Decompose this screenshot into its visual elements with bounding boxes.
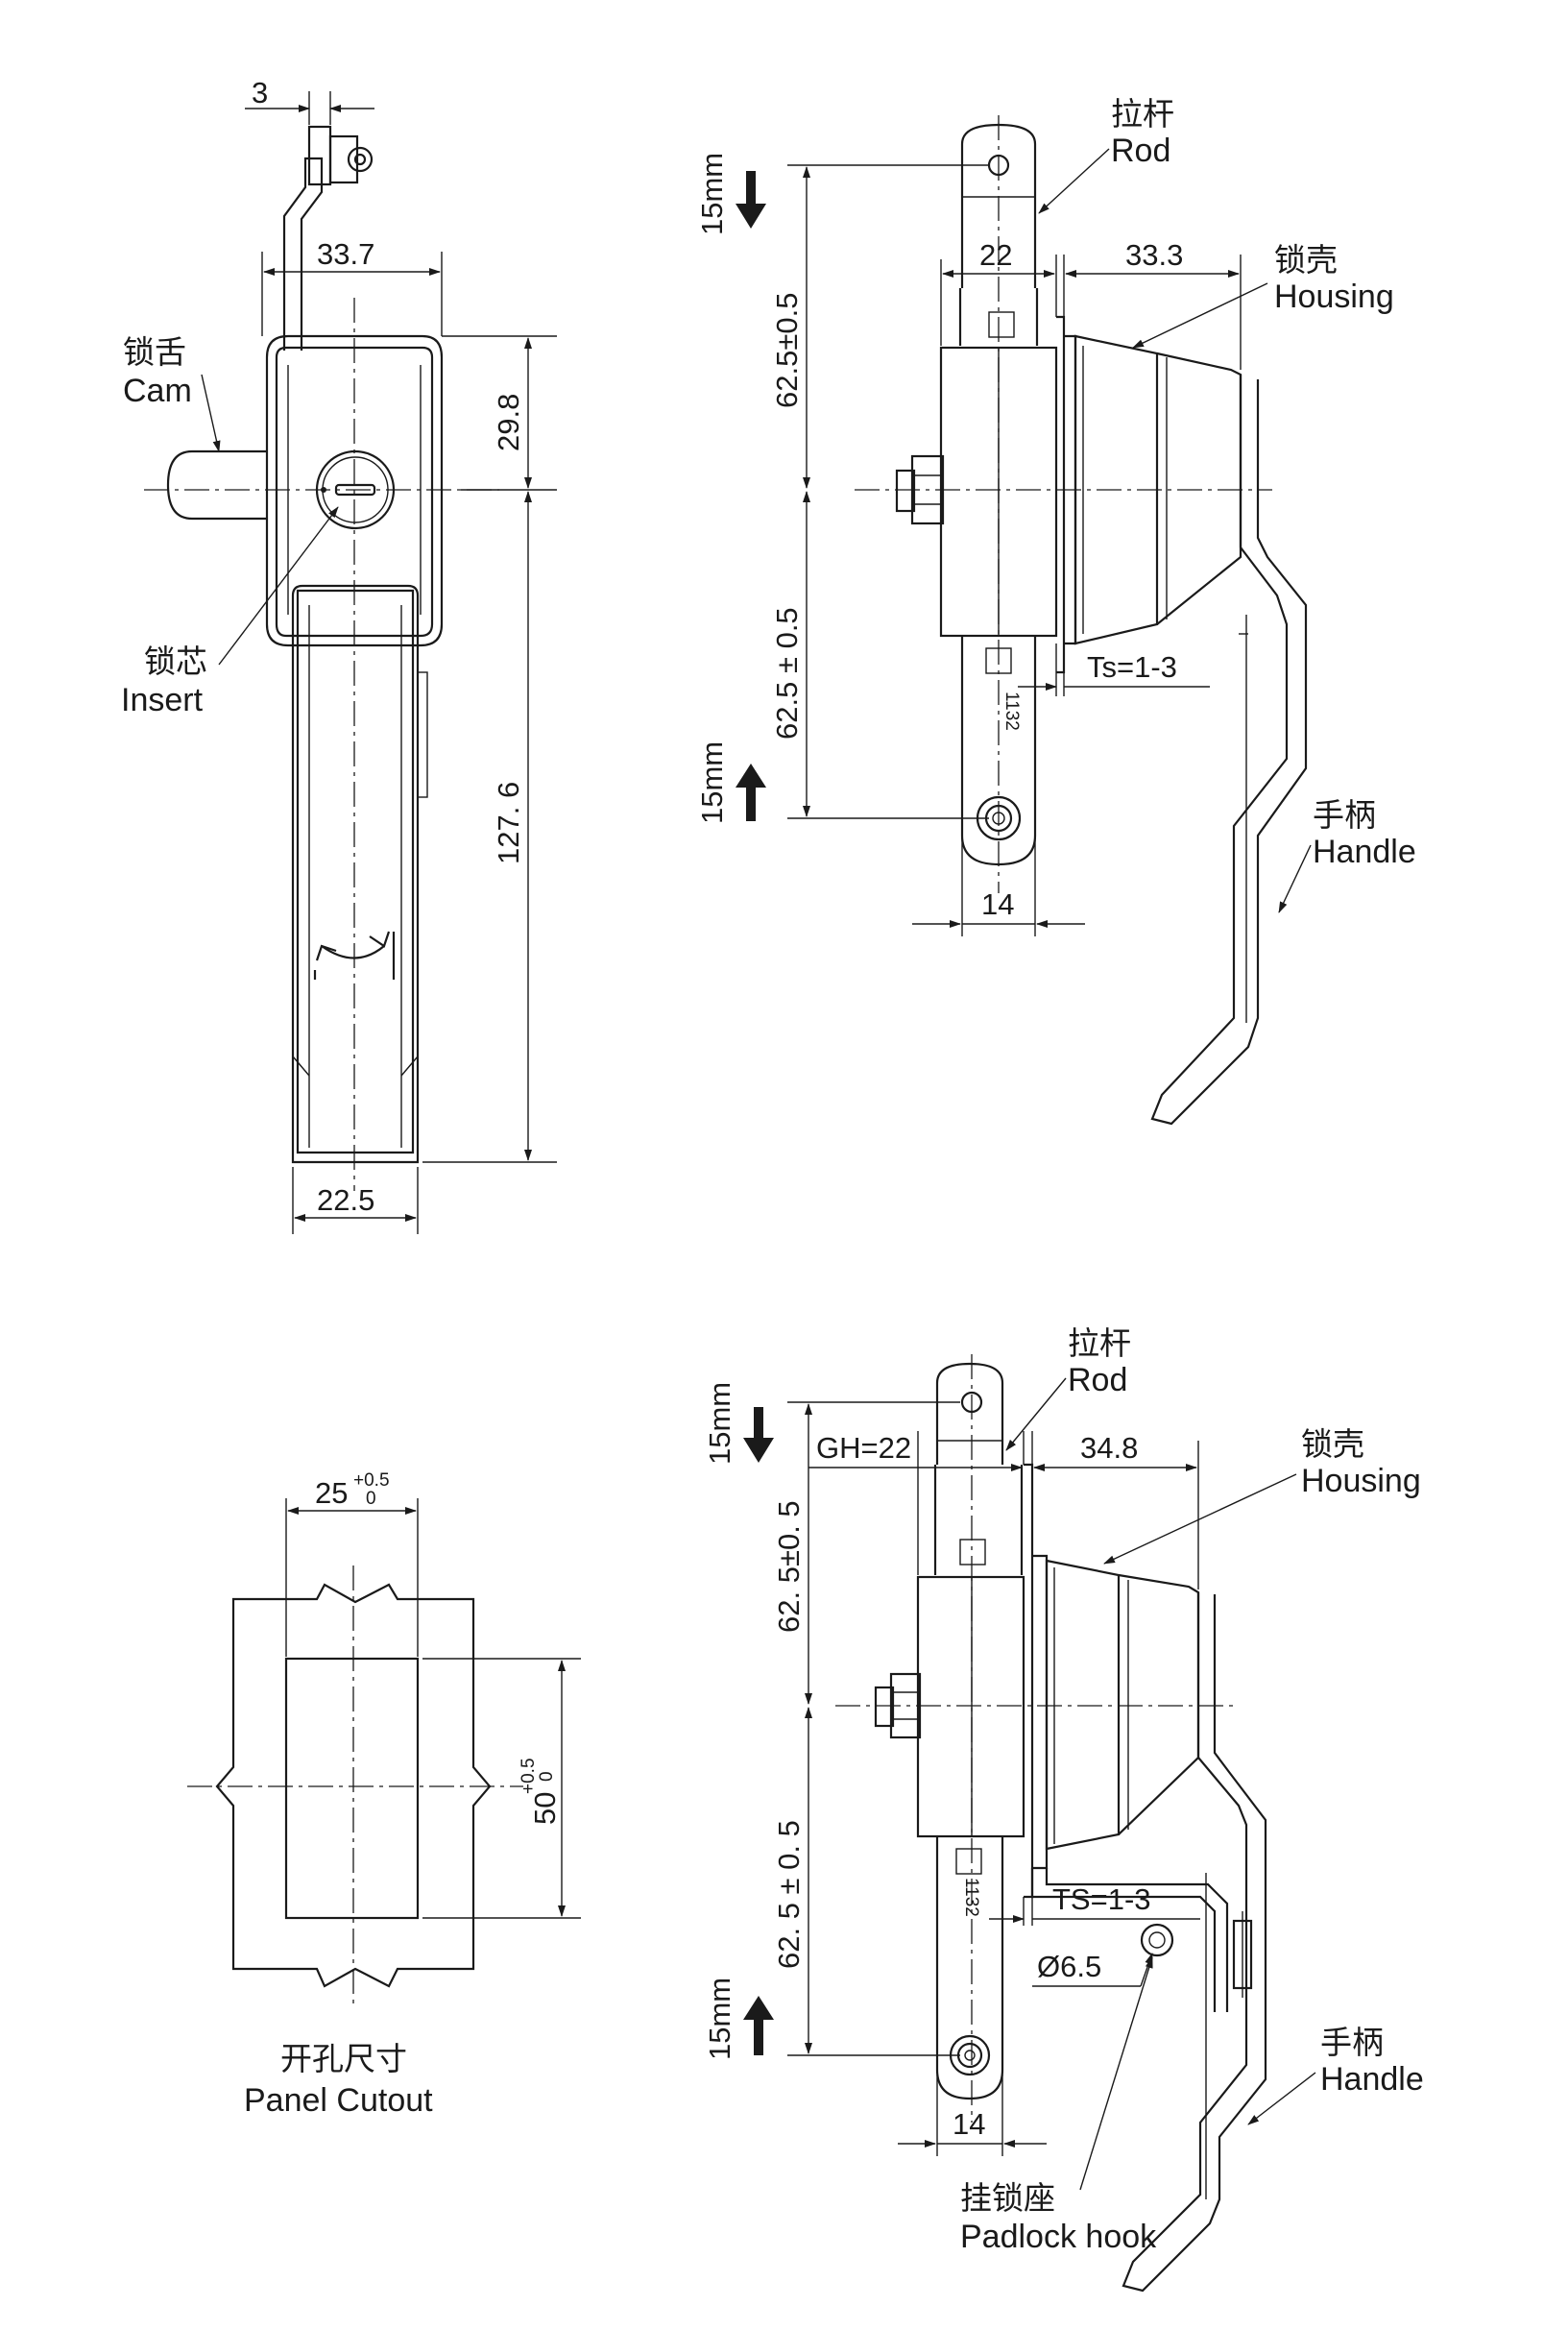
side1-label-housing-zh: 锁壳 xyxy=(1274,241,1338,279)
side1-dim-33-3: 33.3 xyxy=(1125,238,1183,272)
side1-stroke-bottom: 15mm xyxy=(695,741,729,824)
side2-label-housing-zh: 锁壳 xyxy=(1301,1425,1364,1463)
side1-label-handle-zh: 手柄 xyxy=(1313,796,1376,834)
cutout-height-tol-upper: +0.5 xyxy=(519,1758,539,1794)
front-view: 3 33.7 xyxy=(121,76,557,1234)
side2-label-rod-zh: 拉杆 xyxy=(1068,1324,1131,1362)
front-dim-33-7: 33.7 xyxy=(317,237,374,271)
front-dim-22-5: 22.5 xyxy=(317,1183,374,1217)
side2-stroke-bottom: 15mm xyxy=(703,1978,736,2060)
label-cam-en: Cam xyxy=(123,373,192,409)
front-dim-3: 3 xyxy=(252,76,268,109)
side1-stroke-top: 15mm xyxy=(695,153,729,235)
side2-dim-hole: Ø6.5 xyxy=(1037,1950,1101,1983)
side1-dim-22: 22 xyxy=(979,238,1012,272)
side1-label-rod-en: Rod xyxy=(1111,133,1170,169)
side2-dim-14: 14 xyxy=(953,2107,985,2141)
arrow-up-icon xyxy=(743,1996,774,2055)
panel-cutout: 25 +0.5 0 50 +0.5 0 开孔尺寸 Panel Cutout xyxy=(187,1470,581,2119)
side2-label-padlock-en: Padlock hook xyxy=(960,2219,1157,2255)
arrow-up-icon xyxy=(736,764,766,821)
side2-label-housing-en: Housing xyxy=(1301,1463,1421,1499)
cutout-width-tol-lower: 0 xyxy=(366,1489,376,1509)
arrow-down-icon xyxy=(743,1407,774,1463)
side2-label-rod-en: Rod xyxy=(1068,1362,1127,1398)
cutout-height: 50 xyxy=(528,1792,562,1825)
side1-label-handle-en: Handle xyxy=(1313,834,1416,870)
side1-dim-lower: 62.5 ± 0.5 xyxy=(770,607,804,740)
cutout-width-tol-upper: +0.5 xyxy=(353,1470,390,1491)
side-view-2: 1132 62. 5±0. 5 62. 5 ± 0. 5 15mm 15mm G… xyxy=(703,1324,1424,2293)
side2-stroke-top: 15mm xyxy=(703,1382,736,1465)
side1-dim-upper: 62.5±0.5 xyxy=(770,293,804,408)
cutout-title-en: Panel Cutout xyxy=(244,2082,433,2119)
side2-label-padlock-zh: 挂锁座 xyxy=(960,2179,1055,2217)
front-dim-29-8: 29.8 xyxy=(492,394,525,451)
side2-label-handle-zh: 手柄 xyxy=(1320,2024,1384,2061)
label-cam-zh: 锁舌 xyxy=(123,333,186,371)
cutout-title-zh: 开孔尺寸 xyxy=(280,2040,407,2077)
side1-label-rod-zh: 拉杆 xyxy=(1111,95,1174,133)
side2-label-handle-en: Handle xyxy=(1320,2061,1424,2098)
front-dim-127-6: 127. 6 xyxy=(492,782,525,864)
cutout-width: 25 xyxy=(315,1476,348,1510)
side2-dim-lower: 62. 5 ± 0. 5 xyxy=(772,1820,806,1969)
cutout-height-tol-lower: 0 xyxy=(537,1771,557,1782)
side2-dim-34-8: 34.8 xyxy=(1080,1431,1138,1465)
side2-dim-gh: GH=22 xyxy=(816,1431,911,1465)
side2-dim-upper: 62. 5±0. 5 xyxy=(772,1500,806,1633)
arrow-down-icon xyxy=(736,171,766,229)
part-mark-1: 1132 xyxy=(1001,692,1022,731)
side2-dim-ts: TS=1-3 xyxy=(1052,1882,1151,1916)
side1-dim-ts: Ts=1-3 xyxy=(1087,650,1177,684)
label-insert-zh: 锁芯 xyxy=(144,643,207,680)
side1-label-housing-en: Housing xyxy=(1274,279,1394,315)
side1-dim-14: 14 xyxy=(981,887,1014,921)
side-view-1: 1132 62.5±0.5 62.5 ± 0.5 15mm 15mm 22 33… xyxy=(695,95,1416,1126)
label-insert-en: Insert xyxy=(121,682,204,718)
